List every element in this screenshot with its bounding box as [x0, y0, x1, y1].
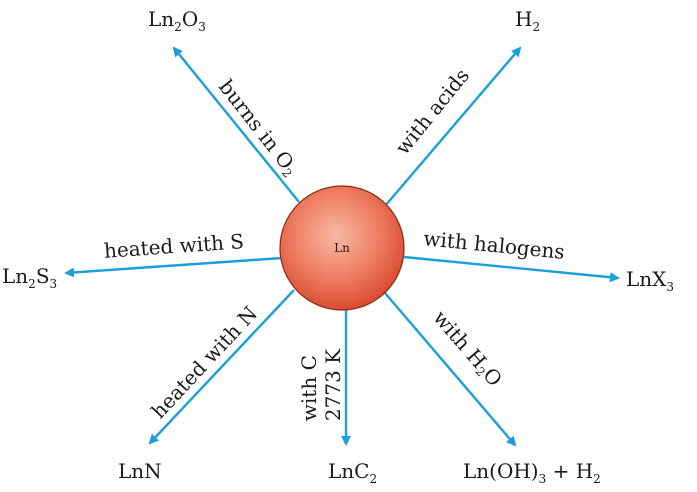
condition-burns-in-o2: burns in O2	[214, 75, 304, 181]
arrow-heated-with-s	[64, 256, 283, 278]
product-ln-oh3-h2: Ln(OH)3 + H2	[463, 459, 601, 486]
product-lnc2: LnC2	[328, 459, 377, 486]
product-ln2s3: Ln2S3	[2, 264, 57, 291]
condition-heated-with-s: heated with S	[103, 229, 245, 263]
arrow-burns-in-o2	[172, 46, 300, 203]
arrow-with-h2o	[384, 292, 517, 447]
arrow-heated-with-n	[148, 289, 295, 445]
lanthanoid-sphere	[279, 185, 405, 311]
product-lnx3: LnX3	[626, 267, 674, 294]
condition-with-acids: with acids	[390, 63, 474, 158]
product-lnn: LnN	[118, 459, 162, 483]
center-label: Ln	[334, 241, 350, 255]
product-ln2o3: Ln2O3	[148, 7, 206, 34]
condition-with-halogens: with halogens	[422, 226, 565, 264]
arrow-with-halogens	[403, 255, 620, 283]
product-h2: H2	[515, 7, 540, 34]
condition-with-h2o: with H2O	[428, 305, 507, 391]
condition-with-c: with C 2773 K	[297, 348, 345, 421]
arrow-with-acids	[384, 46, 522, 207]
condition-heated-with-n: heated with N	[146, 301, 262, 423]
